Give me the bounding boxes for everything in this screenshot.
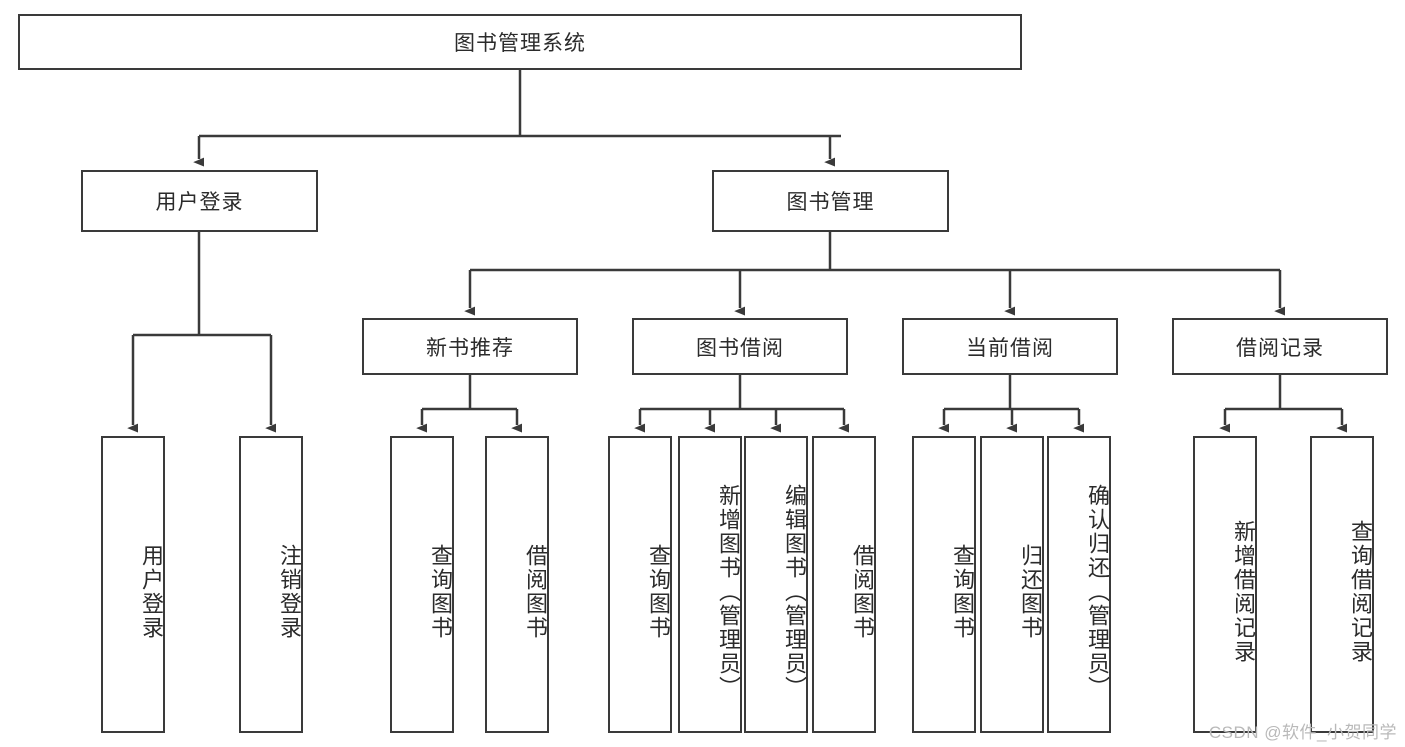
- node-root[interactable]: 图书管理系统: [18, 14, 1022, 70]
- leaf-query-borrow-record-label: 查询借阅记录: [1348, 519, 1373, 664]
- leaf-add-book-admin[interactable]: 新增图书（管理员）: [678, 436, 742, 733]
- leaf-query-book-borrow-label: 查询图书: [646, 543, 671, 640]
- node-book-management[interactable]: 图书管理: [712, 170, 949, 232]
- leaf-confirm-return-admin[interactable]: 确认归还（管理员）: [1047, 436, 1111, 733]
- node-user-login-label: 用户登录: [155, 191, 244, 214]
- leaf-query-book-current[interactable]: 查询图书: [912, 436, 976, 733]
- node-current-borrow[interactable]: 当前借阅: [902, 318, 1118, 375]
- leaf-query-borrow-record[interactable]: 查询借阅记录: [1310, 436, 1374, 733]
- node-root-label: 图书管理系统: [454, 32, 586, 55]
- leaf-borrow-book[interactable]: 借阅图书: [812, 436, 876, 733]
- leaf-query-book-rec-label: 查询图书: [428, 543, 453, 640]
- leaf-query-book-current-label: 查询图书: [950, 543, 975, 640]
- leaf-query-book-rec[interactable]: 查询图书: [390, 436, 454, 733]
- leaf-add-borrow-record-label: 新增借阅记录: [1231, 519, 1256, 664]
- leaf-borrow-book-rec-label: 借阅图书: [523, 543, 548, 640]
- leaf-borrow-book-rec[interactable]: 借阅图书: [485, 436, 549, 733]
- leaf-borrow-book-label: 借阅图书: [850, 543, 875, 640]
- node-new-book-recommend-label: 新书推荐: [426, 336, 514, 360]
- node-borrow-record[interactable]: 借阅记录: [1172, 318, 1388, 375]
- leaf-query-book-borrow[interactable]: 查询图书: [608, 436, 672, 733]
- leaf-add-borrow-record[interactable]: 新增借阅记录: [1193, 436, 1257, 733]
- leaf-edit-book-admin-label: 编辑图书（管理员）: [782, 483, 807, 700]
- leaf-return-book-label: 归还图书: [1018, 543, 1043, 640]
- watermark: CSDN @软件_小贺同学: [1208, 723, 1397, 742]
- leaf-logout[interactable]: 注销登录: [239, 436, 303, 733]
- node-borrow-record-label: 借阅记录: [1236, 336, 1324, 360]
- leaf-user-login-label: 用户登录: [139, 543, 164, 640]
- node-user-login[interactable]: 用户登录: [81, 170, 318, 232]
- leaf-user-login[interactable]: 用户登录: [101, 436, 165, 733]
- node-new-book-recommend[interactable]: 新书推荐: [362, 318, 578, 375]
- leaf-edit-book-admin[interactable]: 编辑图书（管理员）: [744, 436, 808, 733]
- node-book-management-label: 图书管理: [786, 191, 875, 214]
- node-book-borrow[interactable]: 图书借阅: [632, 318, 848, 375]
- leaf-confirm-return-admin-label: 确认归还（管理员）: [1085, 483, 1110, 700]
- node-book-borrow-label: 图书借阅: [696, 336, 784, 360]
- leaf-logout-label: 注销登录: [277, 543, 302, 640]
- leaf-add-book-admin-label: 新增图书（管理员）: [716, 483, 741, 700]
- leaf-return-book[interactable]: 归还图书: [980, 436, 1044, 733]
- node-current-borrow-label: 当前借阅: [966, 336, 1054, 360]
